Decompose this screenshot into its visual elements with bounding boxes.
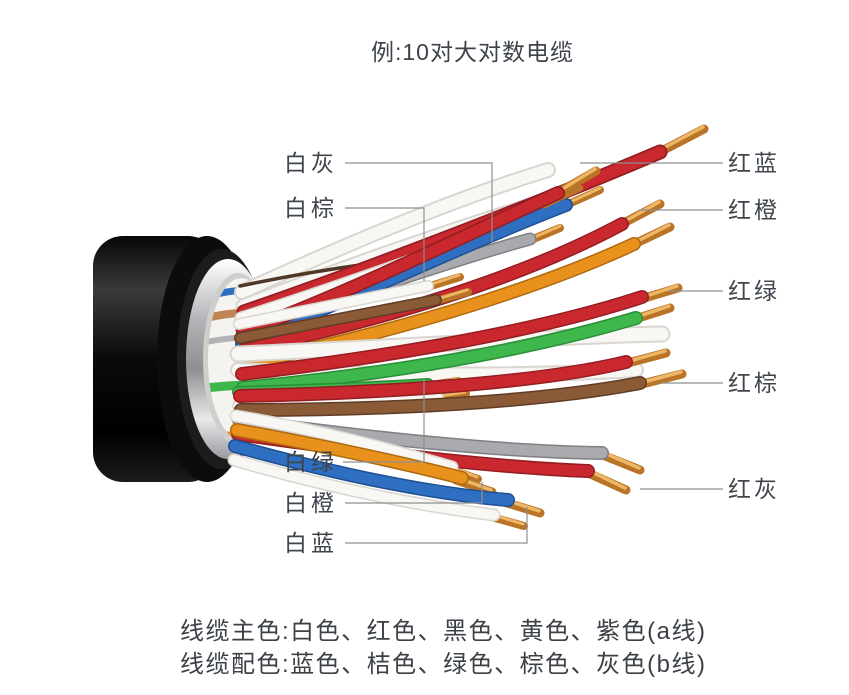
color-legend: 线缆主色:白色、红色、黑色、黄色、紫色(a线) 线缆配色:蓝色、桔色、绿色、棕色… (180, 615, 707, 681)
label-red-brown: 红棕 (728, 370, 780, 396)
leader-line-white-brown (345, 207, 425, 281)
label-white-orange: 白橙 (284, 490, 338, 516)
label-red-green: 红绿 (728, 278, 780, 304)
wire-pair-red-green (235, 283, 683, 395)
wire-pair-white-blue (227, 439, 545, 530)
legend-main-colors: 线缆主色:白色、红色、黑色、黄色、紫色(a线) (180, 618, 707, 645)
leader-lines (343, 162, 723, 544)
label-white-gray: 白灰 (284, 150, 338, 176)
label-white-blue: 白蓝 (284, 530, 338, 556)
legend-pair-colors: 线缆配色:蓝色、桔色、绿色、棕色、灰色(b线) (180, 651, 707, 678)
leader-line-white-gray (345, 162, 493, 245)
wire-pair-red-brown (233, 348, 687, 417)
label-white-green: 白绿 (284, 449, 338, 475)
label-white-brown: 白棕 (284, 195, 338, 221)
wires (227, 124, 709, 530)
wire-pair-white-orange (229, 409, 497, 497)
label-red-gray: 红灰 (728, 476, 780, 502)
wire-pair-white-brown (233, 273, 472, 344)
page-title: 例:10对大对数电缆 (371, 39, 574, 65)
leader-line-white-orange (345, 482, 483, 504)
leader-line-white-blue (345, 507, 528, 544)
label-red-blue: 红蓝 (728, 150, 780, 176)
leader-line-white-green (343, 379, 425, 463)
label-red-orange: 红橙 (728, 197, 780, 223)
